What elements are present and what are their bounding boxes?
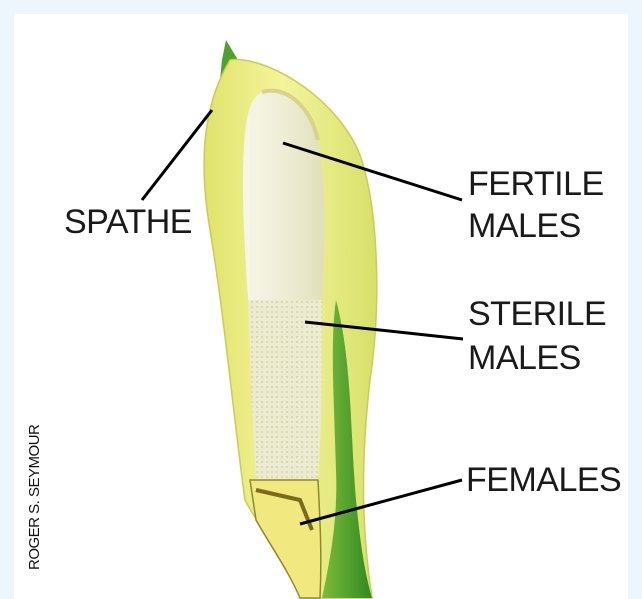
label-sterile: STERILE: [468, 294, 606, 334]
label-females: FEMALES: [466, 460, 621, 500]
photo-credit: ROGER S. SEYMOUR: [26, 425, 43, 570]
label-sterile-males: MALES: [468, 338, 581, 378]
label-fertile-males: MALES: [468, 206, 581, 246]
label-spathe: SPATHE: [64, 202, 192, 242]
sterile-male-zone: [248, 300, 322, 480]
leader-spathe: [142, 110, 212, 200]
label-fertile: FERTILE: [468, 164, 604, 204]
